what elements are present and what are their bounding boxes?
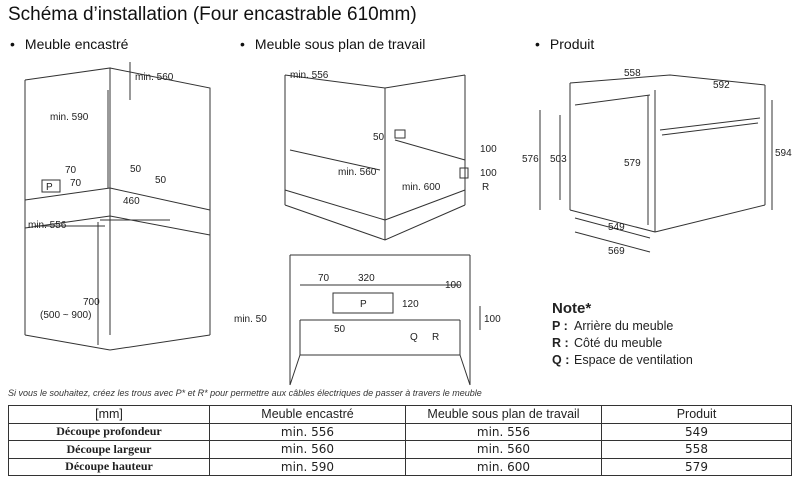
dim-b-50: 50	[373, 132, 385, 143]
dim-a-460: 460	[123, 196, 140, 207]
row-label-width: Découpe largeur	[8, 440, 210, 459]
table-cell: min. 556	[405, 422, 602, 441]
installation-diagrams: min. 560 min. 590 70 P 70 50 50 460 min.…	[24, 62, 792, 386]
note-item-p-key: P :	[552, 319, 568, 333]
page-title: Schéma d’installation (Four encastrable …	[8, 4, 417, 25]
dim-a-min560: min. 560	[135, 72, 174, 83]
note-item-r-text: Côté du meuble	[574, 336, 663, 350]
table-header-row: [mm] Meuble encastré Meuble sous plan de…	[8, 405, 792, 424]
dim-c-70: 70	[318, 273, 330, 284]
note-item-q: Q : Espace de ventilation	[552, 353, 693, 367]
dim-c-320: 320	[358, 273, 375, 284]
table-cell: 579	[601, 457, 792, 476]
under-counter-cabinet-diagram	[284, 74, 469, 241]
dim-c-120: 120	[402, 299, 419, 310]
note-item-r: R : Côté du meuble	[552, 336, 662, 350]
dim-c-p: P	[360, 299, 367, 310]
dim-b-min560: min. 560	[338, 167, 377, 178]
table-cell: 549	[601, 422, 792, 441]
product-diagram	[539, 74, 773, 253]
dim-b-r: R	[482, 182, 489, 193]
dim-d-569: 569	[608, 246, 625, 257]
table-header-under-counter: Meuble sous plan de travail	[405, 405, 602, 424]
table-cell: min. 560	[209, 440, 406, 459]
dim-c-100a: 100	[445, 280, 462, 291]
dim-d-503: 503	[550, 154, 567, 165]
dim-b-min600: min. 600	[402, 182, 441, 193]
footnote: Si vous le souhaitez, créez les trous av…	[8, 388, 482, 398]
note-title: Note*	[552, 300, 592, 317]
note-item-q-text: Espace de ventilation	[574, 353, 693, 367]
dim-a-p: P	[46, 182, 53, 193]
table-header-product: Produit	[601, 405, 792, 424]
dim-a-50a: 50	[130, 164, 142, 175]
section-built-in-label: Meuble encastré	[24, 36, 129, 52]
table-row: Découpe hauteur min. 590 min. 600 579	[8, 457, 792, 476]
note-item-p: P : Arrière du meuble	[552, 319, 673, 333]
dim-c-100b: 100	[484, 314, 501, 325]
dim-d-549: 549	[608, 222, 625, 233]
table-cell: 558	[601, 440, 792, 459]
table-header-built-in: Meuble encastré	[209, 405, 406, 424]
table-header-unit: [mm]	[8, 405, 210, 424]
dim-b-100a: 100	[480, 144, 497, 155]
table-cell: min. 556	[209, 422, 406, 441]
dim-d-558: 558	[624, 68, 641, 79]
note-item-q-key: Q :	[552, 353, 570, 367]
plan-view-diagram	[289, 254, 481, 386]
dim-c-50: 50	[334, 324, 346, 335]
dim-a-700: 700	[83, 297, 100, 308]
note-item-r-key: R :	[552, 336, 569, 350]
dim-a-min590: min. 590	[50, 112, 89, 123]
dim-d-594: 594	[775, 148, 792, 159]
table-cell: min. 590	[209, 457, 406, 476]
dim-b-min556: min. 556	[290, 70, 329, 81]
section-product: •Produit	[535, 36, 595, 52]
dim-c-r: R	[432, 332, 439, 343]
dim-b-100b: 100	[480, 168, 497, 179]
dim-a-min556: min. 556	[28, 220, 67, 231]
dimensions-table: [mm] Meuble encastré Meuble sous plan de…	[8, 405, 792, 476]
dim-a-70: 70	[65, 165, 77, 176]
table-row: Découpe profondeur min. 556 min. 556 549	[8, 422, 792, 441]
section-product-label: Produit	[549, 36, 595, 52]
table-cell: min. 600	[405, 457, 602, 476]
row-label-depth: Découpe profondeur	[8, 422, 210, 441]
dim-a-range: (500 ~ 900)	[40, 310, 91, 321]
section-under-counter: •Meuble sous plan de travail	[240, 36, 426, 52]
dim-d-576: 576	[522, 154, 539, 165]
dim-a-50b: 50	[155, 175, 167, 186]
row-label-height: Découpe hauteur	[8, 457, 210, 476]
section-under-counter-label: Meuble sous plan de travail	[254, 36, 426, 52]
dim-a-70b: 70	[70, 178, 82, 189]
table-cell: min. 560	[405, 440, 602, 459]
dim-d-592: 592	[713, 80, 730, 91]
built-in-cabinet-diagram	[24, 62, 211, 351]
dim-c-min50: min. 50	[234, 314, 267, 325]
section-built-in: •Meuble encastré	[10, 36, 129, 52]
dim-d-579: 579	[624, 158, 641, 169]
note-item-p-text: Arrière du meuble	[574, 319, 674, 333]
table-row: Découpe largeur min. 560 min. 560 558	[8, 440, 792, 459]
dim-c-q: Q	[410, 332, 418, 343]
